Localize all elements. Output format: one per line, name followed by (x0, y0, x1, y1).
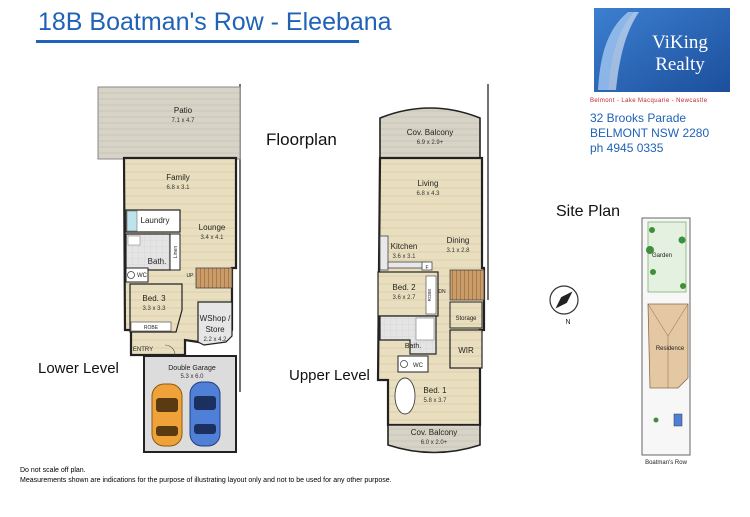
bath-tub (394, 377, 416, 415)
stairs-label: UP (187, 273, 195, 279)
north-compass: N (549, 285, 579, 326)
room-dims: 7.1 x 4.7 (171, 118, 195, 124)
lower-level-plan: Patio 7.1 x 4.7 Family 6.8 x 3.1 Laundry… (97, 84, 241, 453)
room-dims: 3.3 x 3.3 (142, 306, 166, 312)
room-name: ROBE (144, 325, 159, 331)
room-name: Dining (447, 236, 470, 245)
patio-area (97, 86, 241, 160)
floorplan-heading: Floorplan (266, 130, 337, 149)
room-name: Family (166, 173, 190, 182)
site-residence-label: Residence (656, 346, 685, 352)
disclaimer: Do not scale off plan. Measurements show… (20, 466, 392, 486)
stairs-label: DN (438, 289, 446, 295)
agency-address: 32 Brooks Parade BELMONT NSW 2280 ph 494… (590, 111, 709, 156)
room-name: Linen (173, 246, 179, 258)
room-dims: 6.8 x 4.3 (416, 191, 440, 197)
room-dims: 5.3 x 6.0 (180, 374, 204, 380)
room-name: Bath. (148, 257, 167, 266)
room-name: Patio (174, 106, 193, 115)
room-name: WC (413, 363, 424, 369)
room-name: Bed. 2 (392, 283, 416, 292)
logo-name-line2: Realty (655, 54, 705, 75)
lower-level-label: Lower Level (38, 360, 119, 377)
room-name: Living (418, 179, 439, 188)
page-title: 18B Boatman's Row - Eleebana (38, 8, 392, 36)
room-dims: 3.4 x 4.1 (200, 235, 224, 241)
car-blue (189, 381, 221, 447)
room-name: WC (137, 273, 148, 279)
fridge-label: F (425, 265, 428, 271)
room-name: Lounge (199, 223, 226, 232)
room-name: ENTRY (133, 347, 153, 353)
room-name: Store (205, 325, 225, 334)
room-dims: 6.0 x 2.0+ (421, 440, 448, 446)
room-name: Cov. Balcony (411, 428, 458, 437)
upper-level-plan: Cov. Balcony 6.9 x 2.9+ Living 6.8 x 4.3… (376, 84, 489, 454)
room-name: Bath. (405, 343, 421, 350)
site-plan-heading: Site Plan (556, 203, 621, 220)
agency-tagline: Belmont - Lake Macquarie - Newcastle (590, 98, 708, 104)
room-dims: 3.6 x 2.7 (392, 295, 416, 301)
car-orange (151, 383, 183, 447)
room-dims: 6.9 x 2.9+ (417, 140, 444, 146)
room-dims: 2.2 x 4.2 (203, 337, 227, 343)
room-dims: 5.8 x 3.7 (423, 398, 447, 404)
room-dims: 6.8 x 3.1 (166, 185, 190, 191)
room-name: ROBE (427, 289, 432, 302)
upper-level-label: Upper Level (289, 367, 370, 384)
room-dims: 3.1 x 2.8 (446, 248, 470, 254)
stairs (449, 269, 485, 301)
room-name: Bed. 3 (142, 294, 166, 303)
compass-north-label: N (565, 319, 570, 326)
site-garden-label: Garden (652, 253, 672, 259)
room-name: Double Garage (168, 365, 216, 372)
site-plan: Garden Residence Boatman's Row (641, 217, 691, 466)
top-balcony (379, 107, 481, 159)
stairs (195, 267, 233, 289)
site-street-label: Boatman's Row (645, 460, 687, 466)
room-dims: 3.6 x 3.1 (392, 254, 416, 260)
room-name: Storage (455, 316, 477, 322)
logo-name-line1: ViKing (652, 32, 708, 53)
room-name: Kitchen (391, 242, 418, 251)
disclaimer-line2: Measurements shown are indications for t… (20, 477, 392, 484)
room-name: Laundry (141, 216, 170, 225)
disclaimer-line1: Do not scale off plan. (20, 467, 86, 474)
bottom-balcony (387, 424, 481, 454)
agency-phone: ph 4945 0335 (590, 141, 664, 155)
title-underline (36, 40, 359, 43)
address-street: 32 Brooks Parade (590, 111, 687, 125)
room-name: WIR (458, 346, 474, 355)
room-name: WShop / (200, 314, 231, 323)
room-name: Bed. 1 (423, 386, 447, 395)
agency-logo: ViKing Realty (594, 8, 730, 92)
address-suburb: BELMONT NSW 2280 (590, 126, 710, 140)
room-name: Cov. Balcony (407, 128, 454, 137)
